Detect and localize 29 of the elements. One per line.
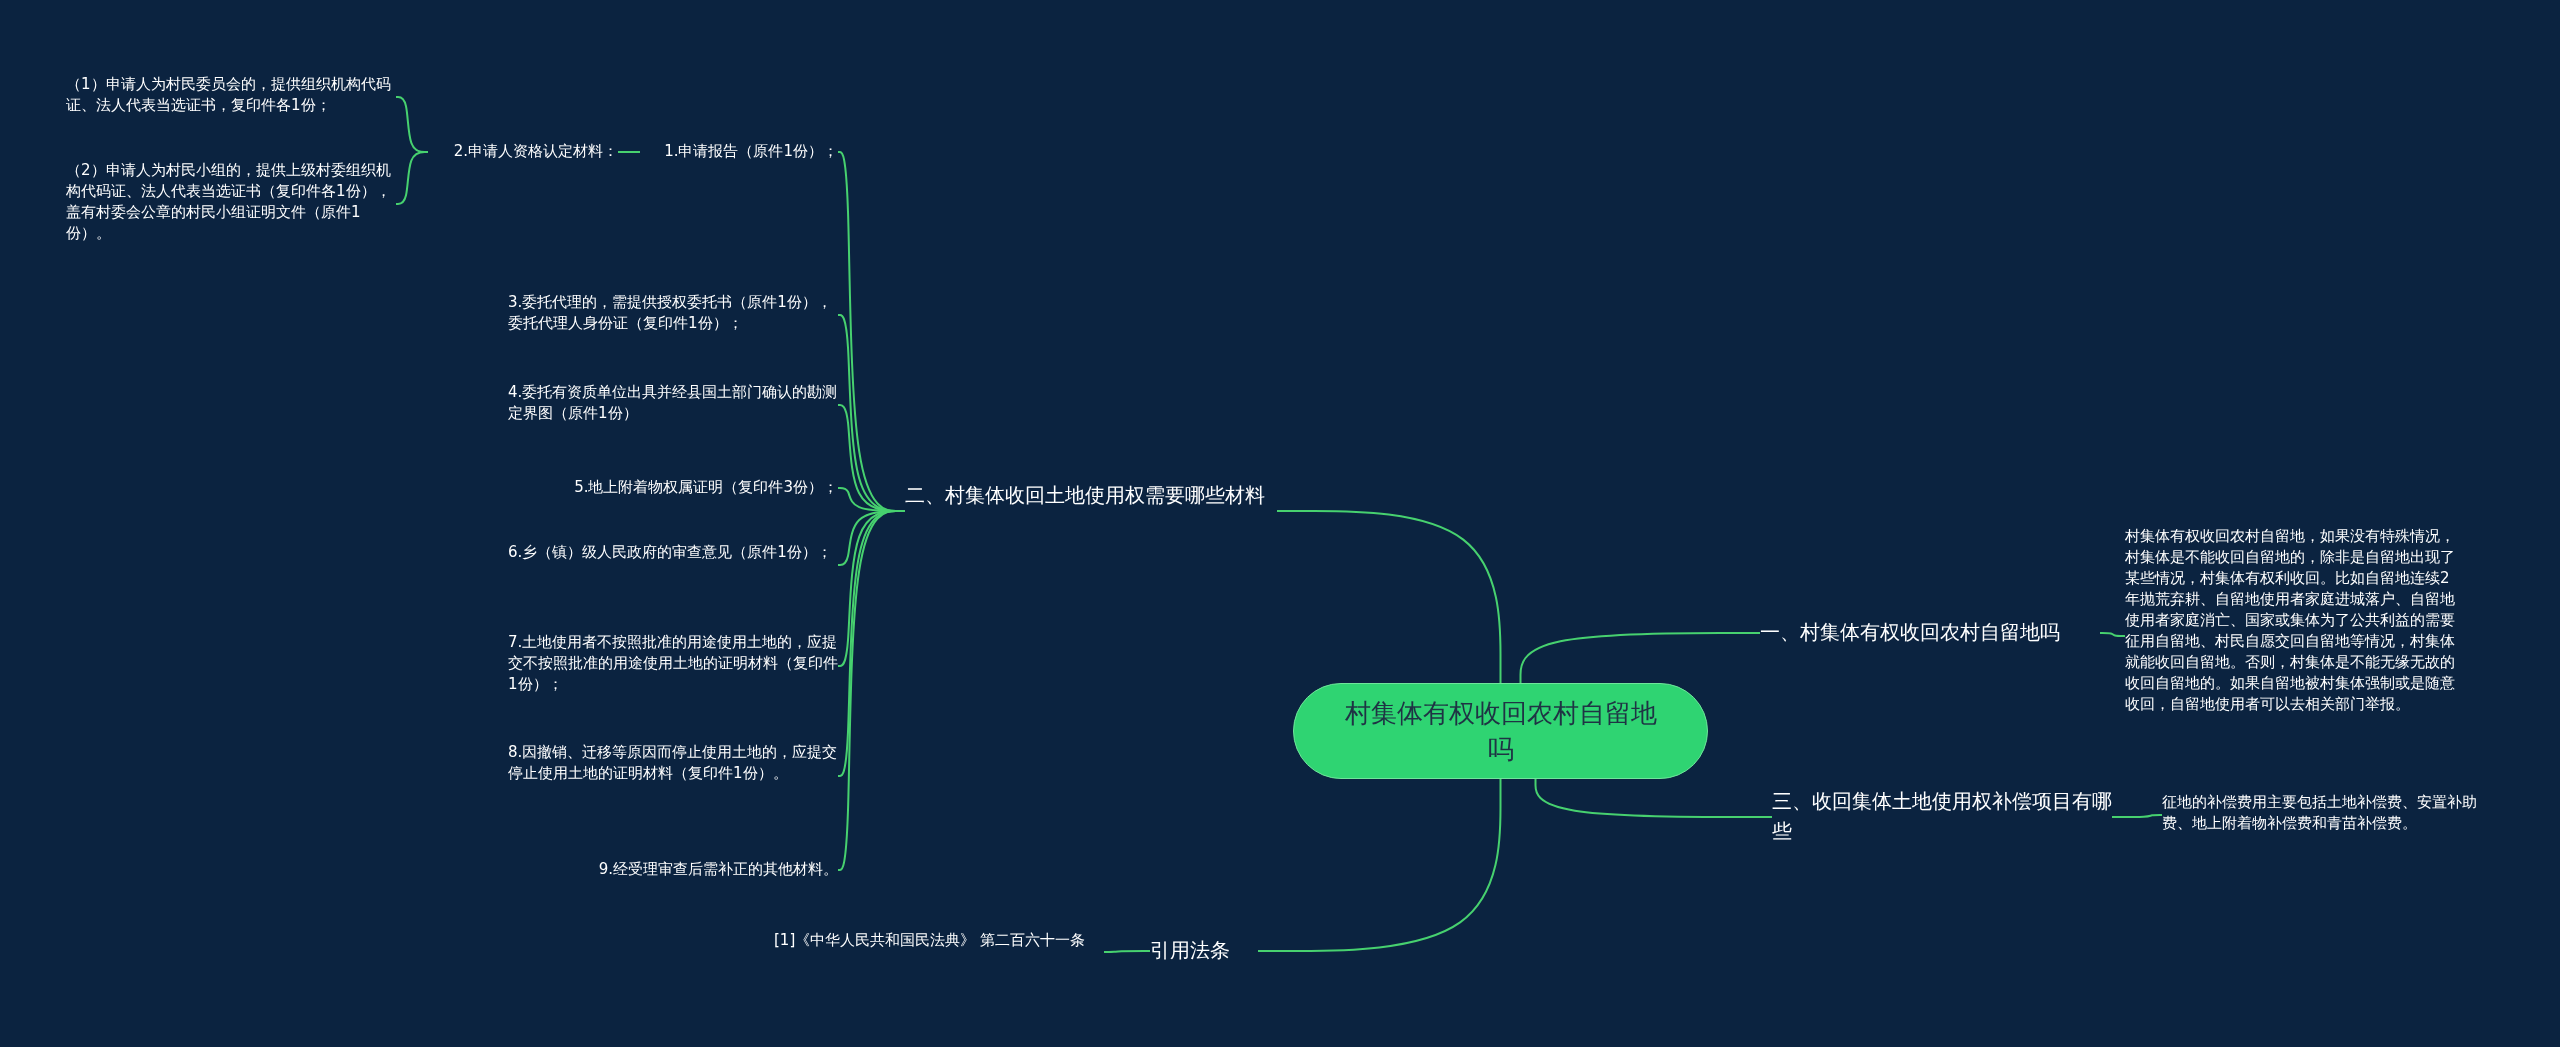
subtopic-text: 3.委托代理的，需提供授权委托书（原件1份），委托代理人身份证（复印件1份）；: [508, 292, 838, 338]
subtopic-text: 村集体有权收回农村自留地，如果没有特殊情况，村集体是不能收回自留地的，除非是自留地出现了某些情况，村集体有权利收回。比如自留地连续2年抛荒弃耕、自留地使用者家庭进城落户、自留地使用者家庭消亡、国家或集体为了公共利益的需要征用自留地、村民自愿交回自留地等情况，村集体就能收回自留地。否则，村集体是不能无缘无故的收回自留地的。如果自留地被村集体强制或是随意收回，自留地使用者可以去相关部门举报。: [2125, 526, 2460, 746]
branch-topic: 引用法条: [1150, 935, 1258, 967]
connector-line: [2111, 814, 2163, 818]
subtopic-text: 2.申请人资格认定材料：: [428, 141, 618, 163]
subtopic-text: 5.地上附着物权属证明（复印件3份）；: [540, 477, 838, 499]
connector-line: [1103, 950, 1151, 953]
subtopic-text: 8.因撤销、迁移等原因而停止使用土地的，应提交停止使用土地的证明材料（复印件1份）。: [508, 742, 838, 810]
connector-line: [1534, 778, 1773, 818]
subtopic-text: 6.乡（镇）级人民政府的审查意见（原件1份）；: [508, 542, 838, 588]
subtopic-text: [1]《中华人民共和国民法典》 第二百六十一条: [774, 930, 1104, 974]
connector-line: [1276, 510, 1502, 684]
subtopic-text: 7.土地使用者不按照批准的用途使用土地的，应提交不按照批准的用途使用土地的证明材料（复印件1份）；: [508, 632, 838, 700]
subtopic-text: （2）申请人为村民小组的，提供上级村委组织机构代码证、法人代表当选证书（复印件各1份），盖有村委会公章的村民小组证明文件（原件1份）。: [66, 160, 396, 248]
subtopic-text: 征地的补偿费用主要包括土地补偿费、安置补助费、地上附着物补偿费和青苗补偿费。: [2162, 792, 2502, 838]
branch-topic: 二、村集体收回土地使用权需要哪些材料: [905, 480, 1277, 542]
connector-line: [2099, 632, 2126, 637]
subtopic-text: 9.经受理审查后需补正的其他材料。: [560, 859, 838, 881]
branch-topic: 一、村集体有权收回农村自留地吗: [1760, 617, 2100, 649]
subtopic-text: （1）申请人为村民委员会的，提供组织机构代码证、法人代表当选证书，复印件各1份；: [66, 74, 396, 120]
central-topic: 村集体有权收回农村自留地吗: [1293, 683, 1708, 779]
connector-line: [395, 151, 429, 205]
branch-topic: 三、收回集体土地使用权补偿项目有哪些: [1772, 786, 2112, 848]
connector-line: [617, 151, 641, 153]
subtopic-text: 4.委托有资质单位出具并经县国土部门确认的勘测定界图（原件1份）: [508, 382, 838, 428]
subtopic-text: 1.申请报告（原件1份）；: [640, 141, 838, 163]
connector-line: [837, 510, 906, 871]
connector-line: [1519, 632, 1761, 684]
connector-line: [1257, 778, 1502, 952]
